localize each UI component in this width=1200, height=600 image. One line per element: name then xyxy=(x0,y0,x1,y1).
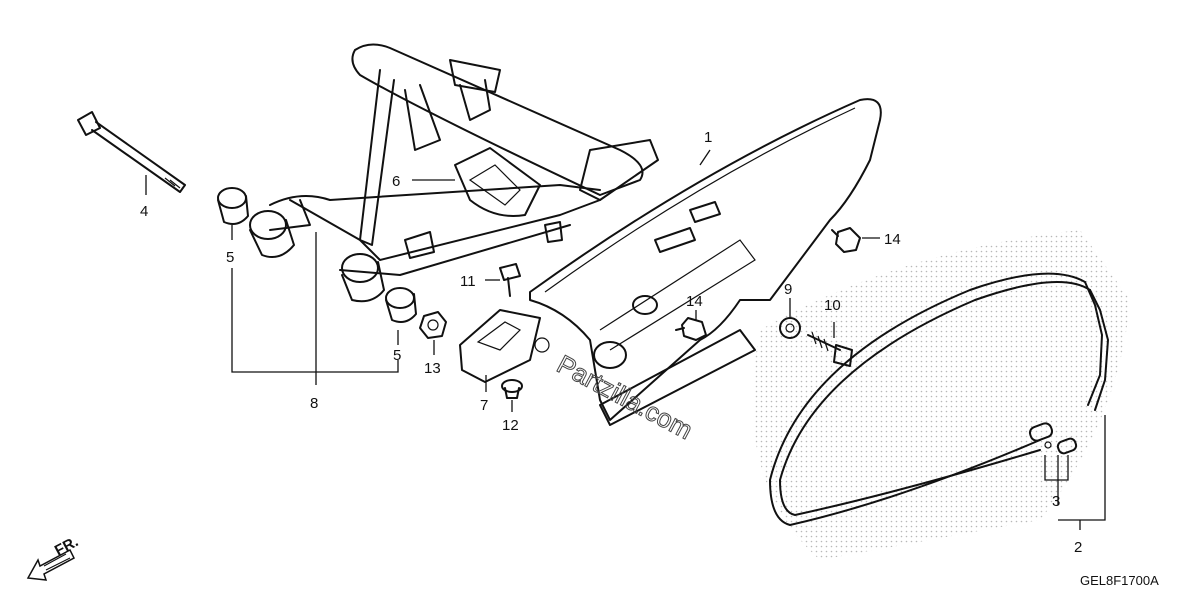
callout-labels: 1 2 3 4 5 5 6 7 8 9 10 11 12 13 14 14 xyxy=(140,129,1082,556)
callout-2: 2 xyxy=(1074,539,1082,556)
callout-9: 9 xyxy=(784,281,792,298)
callout-12: 12 xyxy=(502,417,519,434)
callout-1: 1 xyxy=(704,129,712,146)
front-label: FR. xyxy=(52,533,81,559)
swingarm[interactable] xyxy=(249,43,659,303)
front-arrow: FR. xyxy=(26,533,81,581)
pivot-nut[interactable] xyxy=(419,311,447,339)
callout-14-upper: 14 xyxy=(884,231,901,248)
chain-case[interactable] xyxy=(529,98,882,426)
callout-14-lower: 14 xyxy=(686,293,703,310)
callout-4: 4 xyxy=(140,203,148,220)
bolt-12[interactable] xyxy=(501,379,523,399)
callout-5-left: 5 xyxy=(226,249,234,266)
callout-13: 13 xyxy=(424,360,441,377)
bolt-14-lower[interactable] xyxy=(675,317,707,341)
bolt-11[interactable] xyxy=(499,263,521,297)
pivot-bushing-left[interactable] xyxy=(217,187,249,225)
diagram-code: GEL8F1700A xyxy=(1080,573,1159,588)
callout-11: 11 xyxy=(460,273,476,290)
callout-7: 7 xyxy=(480,397,488,414)
chain-slider-plate[interactable] xyxy=(454,147,541,217)
pivot-bolt[interactable] xyxy=(77,111,186,193)
bolt-10[interactable] xyxy=(807,331,853,367)
leader-lines xyxy=(145,149,1106,530)
callout-8: 8 xyxy=(310,395,318,412)
chain-slider[interactable] xyxy=(459,309,550,383)
pivot-bushing-right[interactable] xyxy=(385,287,417,323)
background-logo xyxy=(752,230,1130,560)
chain-joint[interactable] xyxy=(1028,422,1078,455)
callout-10: 10 xyxy=(824,297,841,314)
callout-6: 6 xyxy=(392,173,400,190)
drive-chain[interactable] xyxy=(769,272,1109,526)
bolt-14-upper[interactable] xyxy=(831,227,861,253)
callout-3: 3 xyxy=(1052,493,1060,510)
callout-5-right: 5 xyxy=(393,347,401,364)
